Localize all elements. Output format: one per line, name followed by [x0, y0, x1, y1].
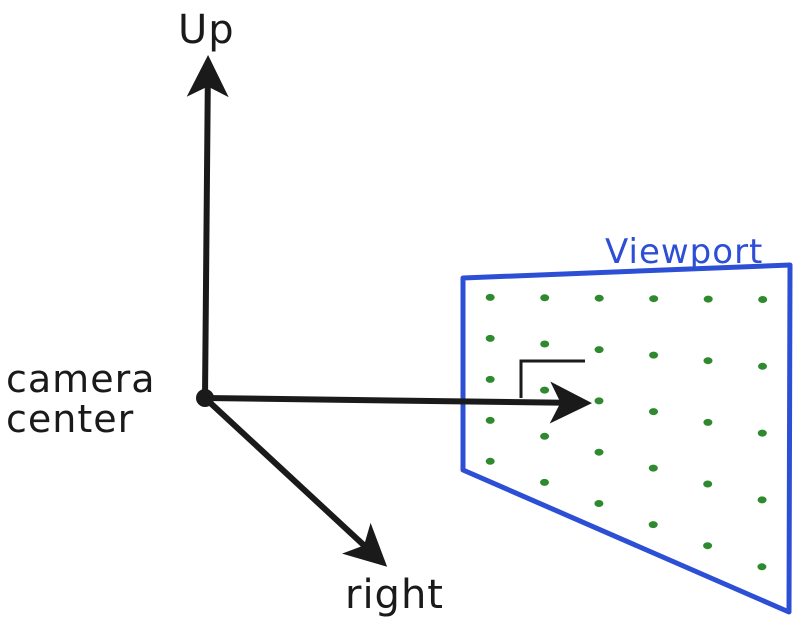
pixel-sample-dot — [649, 295, 659, 303]
pixel-sample-dot — [594, 448, 604, 456]
camera-center-point — [196, 389, 214, 407]
pixel-sample-dot — [757, 496, 767, 504]
pixel-sample-dot — [594, 397, 604, 405]
viewport-pixel-grid — [485, 293, 768, 571]
up-label: Up — [178, 7, 235, 53]
pixel-sample-dot — [485, 416, 495, 424]
pixel-sample-dot — [540, 294, 550, 302]
pixel-sample-dot — [703, 542, 713, 550]
pixel-sample-dot — [703, 295, 713, 303]
pixel-sample-dot — [758, 296, 768, 303]
pixel-sample-dot — [540, 478, 549, 486]
pixel-sample-dot — [594, 346, 604, 354]
up-axis-arrow — [186, 55, 229, 401]
pixel-sample-dot — [703, 357, 713, 365]
right-axis-arrow — [202, 395, 388, 567]
pixel-sample-dot — [540, 386, 550, 394]
pixel-sample-dot — [485, 293, 495, 301]
pixel-sample-dot — [540, 432, 550, 440]
pixel-sample-dot — [758, 362, 767, 370]
pixel-sample-dot — [757, 429, 767, 437]
viewport-outline — [460, 262, 793, 615]
pixel-sample-dot — [703, 480, 713, 488]
right-angle-marker — [519, 359, 585, 398]
pixel-sample-dot — [649, 351, 659, 359]
pixel-sample-dot — [540, 340, 550, 348]
camera-center-label-line1: camera — [6, 357, 155, 401]
pixel-sample-dot — [594, 500, 604, 507]
pixel-sample-dot — [757, 563, 767, 571]
pixel-sample-dot — [649, 408, 658, 416]
right-label: right — [345, 572, 444, 618]
pixel-sample-dot — [648, 464, 658, 472]
pixel-sample-dot — [594, 294, 604, 302]
pixel-sample-dot — [485, 457, 495, 465]
pixel-sample-dot — [648, 521, 658, 529]
pixel-sample-dot — [485, 334, 495, 342]
pixel-sample-dot — [703, 418, 713, 426]
camera-center-label-line2: center — [6, 397, 134, 441]
viewport-label: Viewport — [605, 232, 763, 272]
view-direction-arrow — [202, 381, 592, 424]
pixel-sample-dot — [485, 375, 495, 383]
